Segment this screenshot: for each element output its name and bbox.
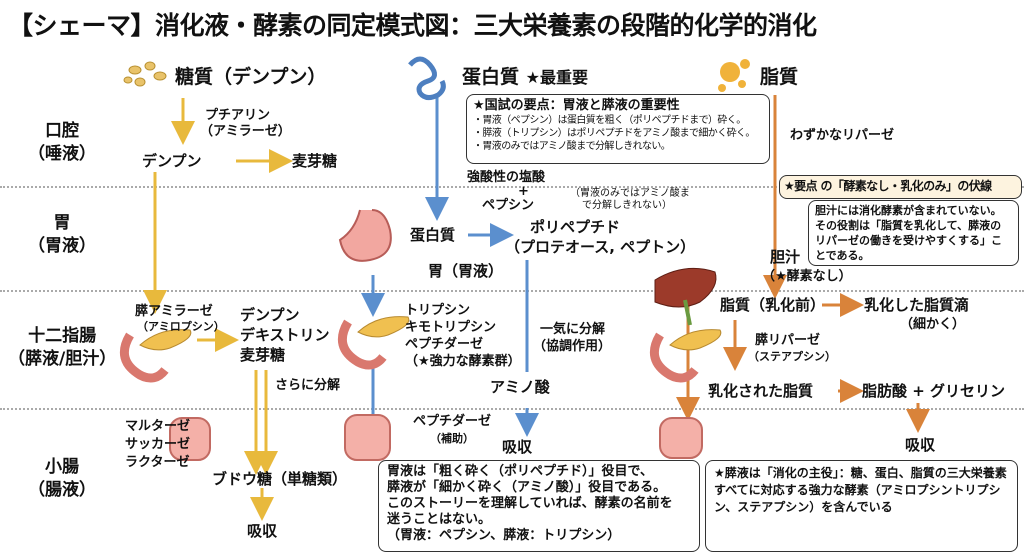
most-important-badge: ★最重要 (525, 68, 588, 87)
pancreatic-lipase-label: 膵リパーゼ (755, 333, 821, 348)
pancreas-icon (119, 329, 192, 383)
pancreatic-juice-summary-box: ★膵液は「消化の主役」：糖、蛋白、脂質の三大栄養素すべてに対応する強力な酵素（ア… (705, 460, 1018, 552)
row-sublabel: （腸液） (28, 480, 96, 500)
amylopsin-label: （アミロプシン） (137, 320, 225, 333)
protein-arrows (361, 95, 539, 440)
pre-emulsion-label: 脂質（乳化前） (720, 296, 826, 314)
box-line: このストーリーを理解していれば、酵素の名前を (387, 496, 673, 511)
box-line: 胃液は「粗く砕く（ポリペプチド）」役目で、 (387, 464, 653, 479)
divider (0, 408, 1024, 410)
liver-icon (654, 267, 717, 326)
small-lipase-label: わずかなリパーゼ (790, 128, 895, 143)
box-line: ・膵液（トリプシン）はポリペプチドをアミノ酸まで細かく砕く。 (473, 128, 755, 139)
fat-header: 脂質 (760, 66, 799, 88)
box-line: 迷うことはない。 (387, 512, 492, 527)
intestine-icon (344, 414, 391, 461)
exam-key-points-box: ★国試の要点：胃液と膵液の重要性 ・胃液（ペプシン）は蛋白質を粗く（ポリペプチド… (466, 94, 770, 164)
enzyme: キモトリプシン (405, 320, 497, 335)
box-line: （胃液：ペプシン、膵液：トリプシン） (387, 528, 621, 543)
amino-acid-label: アミノ酸 (490, 378, 550, 396)
protein-label: 蛋白質 (410, 226, 456, 244)
amylase-label: （アミラーゼ） (200, 124, 291, 139)
note-line: で分解しきれない） (582, 200, 672, 211)
enzyme: ラクターゼ (125, 455, 190, 470)
product: 麦芽糖 (240, 346, 286, 364)
protein-absorb-label: 吸収 (502, 438, 533, 456)
stomach-juice-label: 胃（胃液） (428, 262, 504, 280)
row-sublabel: （唾液） (28, 144, 96, 164)
maltose-label: 麦芽糖 (292, 152, 338, 170)
ptyalin-label: プチアリン (205, 108, 271, 123)
no-enzyme-label: （★酵素なし） (762, 269, 852, 284)
fatty-acid-glycerol-label: 脂肪酸 + グリセリン (862, 382, 1006, 400)
box-line: ・胃液（ペプシン）は蛋白質を粗く（ポリペプチドまで）砕く。 (473, 115, 746, 126)
row-label: 小腸 (45, 457, 79, 477)
polypeptide-label: ポリペプチド (530, 218, 621, 236)
row-label: 十二指腸 (28, 326, 97, 346)
protein-header: 蛋白質 ★最重要 (462, 62, 588, 89)
row-label-mouth: 口腔 （唾液） (28, 120, 96, 166)
product: デキストリン (240, 326, 330, 344)
intestinal-enzymes: マルターゼサッカーゼラクターゼ (125, 418, 190, 472)
at-once-label: 一気に分解 (540, 322, 606, 337)
pepsin-label: ペプシン (482, 198, 535, 213)
divider (0, 290, 1024, 292)
row-label: 口腔 (45, 121, 79, 141)
hcl-label: 強酸性の塩酸 (467, 170, 546, 185)
carb-arrows (143, 98, 293, 521)
emulsified-label: 乳化された脂質 (708, 382, 814, 400)
row-label: 胃 (53, 213, 71, 233)
protein-title: 蛋白質 (462, 66, 520, 88)
protein-chain-icon (408, 56, 446, 101)
box-title: ★国試の要点：胃液と膵液の重要性 (473, 98, 680, 113)
pancreas-icon (649, 329, 722, 383)
enzyme: トリプシン (405, 303, 471, 318)
assist-label: （補助） (430, 432, 474, 445)
row-sublabel: （膵液/胆汁） (8, 349, 117, 369)
carb-granules-icon (123, 61, 167, 87)
enzyme-note: （★強力な酵素群） (405, 354, 521, 369)
starch-label: デンプン (142, 152, 202, 170)
cooperation-label: （協調作用） (533, 339, 612, 354)
row-sublabel: （胃液） (28, 236, 96, 256)
carb-header: 糖質（デンプン） (175, 66, 327, 88)
row-label-stomach: 胃 （胃液） (28, 212, 96, 258)
row-label-intestine: 小腸 （腸液） (28, 456, 96, 502)
enzyme: サッカーゼ (125, 437, 191, 452)
pancreatic-amylase-label: 膵アミラーゼ (135, 304, 213, 319)
pancreas-icon (337, 316, 410, 370)
box-line: 膵液が「細かく砕く（アミノ酸）」役目である。 (387, 480, 667, 495)
further-breakdown-label: さらに分解 (275, 378, 341, 393)
fat-absorb-label: 吸収 (905, 436, 936, 454)
stomach-icon (338, 209, 392, 262)
carb-duodenum-products: デンプンデキストリン麦芽糖 (240, 305, 330, 365)
bile-explanation-box: 胆汁には消化酵素が含まれていない。その役割は「脂質を乳化して、膵液のリパーゼの働… (808, 200, 1019, 266)
divider (0, 186, 1024, 188)
pancreatic-protein-enzymes: トリプシンキモトリプシンペプチダーゼ （★強力な酵素群） (405, 302, 521, 370)
stomach-note: （胃液のみではアミノ酸まで分解しきれない） (570, 188, 690, 212)
fine-label: （細かく） (900, 317, 966, 332)
box-title: ★要点 の「酵素なし・乳化のみ」の伏線 (784, 179, 992, 193)
glucose-label: ブドウ糖（単糖類） (212, 470, 348, 488)
proteose-label: （プロテオース, ペプトン） (505, 238, 696, 256)
page-title: 【シェーマ】消化液・酵素の同定模式図：三大栄養素の段階的化学的消化 (8, 11, 817, 40)
enzyme: ペプチダーゼ (405, 337, 484, 352)
box-line: ・胃液のみではアミノ酸まで分解しきれない。 (473, 141, 671, 152)
key-point-title-box: ★要点 の「酵素なし・乳化のみ」の伏線 (779, 175, 1022, 199)
carb-absorb-label: 吸収 (247, 522, 278, 540)
enzyme: マルターゼ (125, 419, 191, 434)
row-label-duodenum: 十二指腸 （膵液/胆汁） (8, 325, 116, 371)
fat-droplets-icon (718, 59, 750, 92)
steapsin-label: （ステアプシン） (748, 350, 836, 363)
bile-label: 胆汁 (770, 248, 801, 266)
peptidase-label: ペプチダーゼ (413, 414, 492, 429)
intestine-icon (659, 417, 703, 459)
note-line: （胃液のみではアミノ酸ま (570, 188, 690, 199)
plus-label: + (518, 184, 529, 199)
protein-summary-box: 胃液は「粗く砕く（ポリペプチド）」役目で、 膵液が「細かく砕く（アミノ酸）」役目… (378, 460, 700, 552)
droplet-label: 乳化した脂質滴 (864, 296, 970, 314)
product: デンプン (240, 306, 300, 324)
intestine-icon (169, 417, 211, 461)
